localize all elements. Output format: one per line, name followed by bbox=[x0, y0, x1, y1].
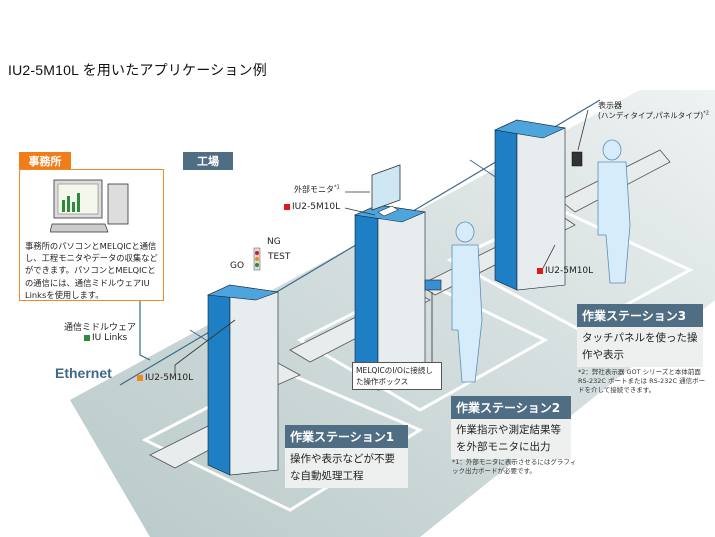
iu-station1-label: IU2-5M10L bbox=[137, 373, 193, 383]
green-marker-icon bbox=[84, 334, 90, 341]
station-2-note: *1：外部モニタに表示させるにはグラフィック出力ボードが必要です。 bbox=[452, 458, 577, 475]
station-2-description: 作業指示や測定結果等を外部モニタに出力 bbox=[451, 419, 571, 459]
cabinet-station1 bbox=[206, 284, 279, 476]
middleware-name: IU Links bbox=[92, 333, 128, 343]
page-title: IU2-5M10L を用いたアプリケーション例 bbox=[8, 62, 267, 78]
factory-tag: 工場 bbox=[183, 152, 233, 170]
station-2-title: 作業ステーション2 bbox=[451, 396, 571, 419]
worker-station3 bbox=[597, 139, 631, 284]
cabinet-station3 bbox=[493, 119, 567, 291]
operation-box-label: MELQICのI/Oに接続した操作ボックス bbox=[352, 362, 442, 390]
station-2-card: 作業ステーション2 作業指示や測定結果等を外部モニタに出力 bbox=[451, 396, 571, 459]
ethernet-label: Ethernet bbox=[55, 365, 112, 381]
office-panel: 事務所のパソコンとMELQICと通信し、工程モニタやデータの収集などができます。… bbox=[19, 169, 164, 301]
station-1-card: 作業ステーション1 操作や表示などが不要な自動処理工程 bbox=[285, 425, 408, 488]
display-unit-note: *2 bbox=[703, 110, 709, 117]
office-network-drop bbox=[139, 300, 151, 361]
station-3-description: タッチパネルを使った操作や表示 bbox=[577, 327, 703, 367]
station-1-title: 作業ステーション1 bbox=[285, 425, 408, 448]
handheld-display-icon bbox=[571, 151, 583, 167]
signal-tower-icon bbox=[253, 247, 261, 271]
station-1-description: 操作や表示などが不要な自動処理工程 bbox=[285, 448, 408, 488]
signal-go-label: GO bbox=[230, 261, 245, 271]
orange-marker-icon bbox=[137, 374, 143, 381]
office-tag: 事務所 bbox=[19, 152, 71, 170]
iu-station3-text: IU2-5M10L bbox=[545, 266, 594, 276]
middleware-name-label: IU Links bbox=[84, 333, 127, 343]
signal-ng-label: NG bbox=[267, 237, 281, 247]
cabinet-station2 bbox=[353, 204, 427, 391]
display-unit-label: 表示器 bbox=[598, 101, 622, 110]
station-3-note: *2：弊社表示器 GOT シリーズと本体前面 RS-232C ポートまたは RS… bbox=[578, 368, 706, 394]
desktop-computer-icon bbox=[50, 179, 129, 233]
iu-station2-text: IU2-5M10L bbox=[292, 202, 341, 212]
worker-station2 bbox=[451, 221, 483, 383]
display-unit-types-text: (ハンディタイプ,パネルタイプ) bbox=[598, 111, 704, 120]
external-monitor-icon bbox=[371, 164, 401, 217]
external-monitor-text: 外部モニタ bbox=[294, 185, 334, 194]
office-description: 事務所のパソコンとMELQICと通信し、工程モニタやデータの収集などができます。… bbox=[25, 241, 158, 300]
iu-station1-text: IU2-5M10L bbox=[145, 373, 194, 383]
external-monitor-note: *1 bbox=[334, 184, 340, 191]
operation-box-icon bbox=[424, 279, 442, 291]
display-unit-types-label: (ハンディタイプ,パネルタイプ)*2 bbox=[598, 110, 709, 121]
iu-station3-label: IU2-5M10L bbox=[537, 266, 593, 276]
station-3-card: 作業ステーション3 タッチパネルを使った操作や表示 bbox=[577, 304, 703, 367]
iu-station2-label: IU2-5M10L bbox=[284, 202, 340, 212]
red-marker-icon bbox=[284, 203, 290, 210]
red-marker-icon bbox=[537, 267, 543, 274]
signal-test-label: TEST bbox=[268, 252, 291, 262]
station-3-title: 作業ステーション3 bbox=[577, 304, 703, 327]
middleware-label: 通信ミドルウェア bbox=[64, 323, 137, 333]
external-monitor-label: 外部モニタ*1 bbox=[294, 184, 340, 195]
